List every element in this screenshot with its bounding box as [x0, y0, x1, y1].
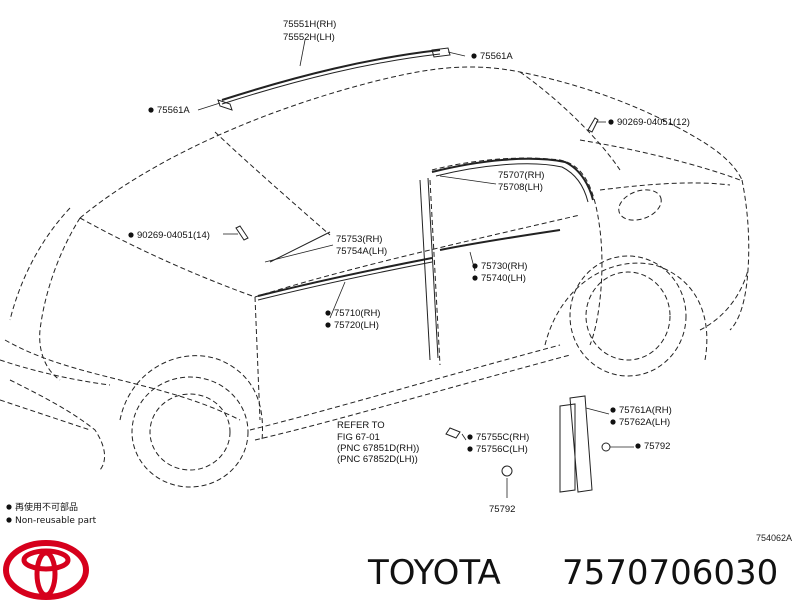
label-rear-frame-lh: 75708(LH) — [498, 182, 543, 193]
non-reusable-marker — [472, 263, 478, 269]
non-reusable-marker — [128, 232, 134, 238]
clip-icon — [217, 47, 611, 477]
legend: 再使用不可部品 Non-reusable part — [6, 501, 97, 526]
part-number: 7570706030 — [562, 553, 778, 593]
label-clip-rear: 90269-04051(12) — [617, 117, 690, 128]
car-body-outline — [0, 66, 750, 488]
refer-line-1: REFER TO — [337, 420, 385, 431]
label-garnish-rh: 75755C(RH) — [476, 432, 529, 443]
pillar-garnish-right — [569, 395, 593, 493]
part-labels: 75551H(RH) 75552H(LH) 75561A 75561A 9026… — [128, 19, 690, 515]
rear-door-frame-moulding — [431, 157, 594, 201]
non-reusable-marker — [610, 419, 616, 425]
roof-moulding — [221, 49, 441, 101]
label-clip-left: 75561A — [157, 105, 190, 116]
label-roof-rh: 75551H(RH) — [283, 19, 336, 30]
label-rear-frame-rh: 75707(RH) — [498, 170, 544, 181]
legend-item-en: Non-reusable part — [15, 516, 97, 526]
rear-door-belt-moulding — [439, 229, 561, 251]
leader-lines — [197, 39, 634, 498]
refer-line-2: FIG 67-01 — [337, 432, 380, 443]
non-reusable-marker — [610, 407, 616, 413]
non-reusable-marker — [467, 446, 473, 452]
non-reusable-marker — [608, 119, 614, 125]
pillar-garnish-left — [559, 403, 576, 493]
label-clip-pillar: 75792 — [644, 441, 670, 452]
legend-marker — [6, 504, 12, 510]
label-garnish-lh: 75756C(LH) — [476, 444, 528, 455]
toyota-logo — [3, 540, 89, 600]
brand-name: TOYOTA — [367, 553, 501, 593]
label-clip-right: 75561A — [480, 51, 513, 62]
diagram-code: 754062A — [756, 533, 792, 543]
moulding-parts — [217, 47, 611, 493]
refer-line-3: (PNC 67851D(RH)) — [337, 443, 419, 454]
non-reusable-marker — [635, 443, 641, 449]
non-reusable-marker — [471, 53, 477, 59]
label-pillar-lh: 75762A(LH) — [619, 417, 670, 428]
label-front-lower-lh: 75720(LH) — [334, 320, 379, 331]
label-clip-front: 90269-04051(14) — [137, 230, 210, 241]
label-rear-belt-lh: 75740(LH) — [481, 273, 526, 284]
refer-line-4: (PNC 67852D(LH)) — [337, 454, 418, 465]
label-front-belt-lh: 75754A(LH) — [336, 246, 387, 257]
non-reusable-marker — [325, 310, 331, 316]
label-clip-bottom: 75792 — [489, 504, 515, 515]
label-rear-belt-rh: 75730(RH) — [481, 261, 527, 272]
label-front-lower-rh: 75710(RH) — [334, 308, 380, 319]
label-roof-lh: 75552H(LH) — [283, 32, 335, 43]
legend-marker — [6, 517, 12, 523]
legend-item-jp: 再使用不可部品 — [15, 501, 78, 513]
label-pillar-rh: 75761A(RH) — [619, 405, 672, 416]
non-reusable-marker — [472, 275, 478, 281]
front-door-belt-moulding — [257, 257, 433, 297]
non-reusable-marker — [325, 322, 331, 328]
label-front-belt-rh: 75753(RH) — [336, 234, 382, 245]
non-reusable-marker — [467, 434, 473, 440]
non-reusable-marker — [148, 107, 154, 113]
